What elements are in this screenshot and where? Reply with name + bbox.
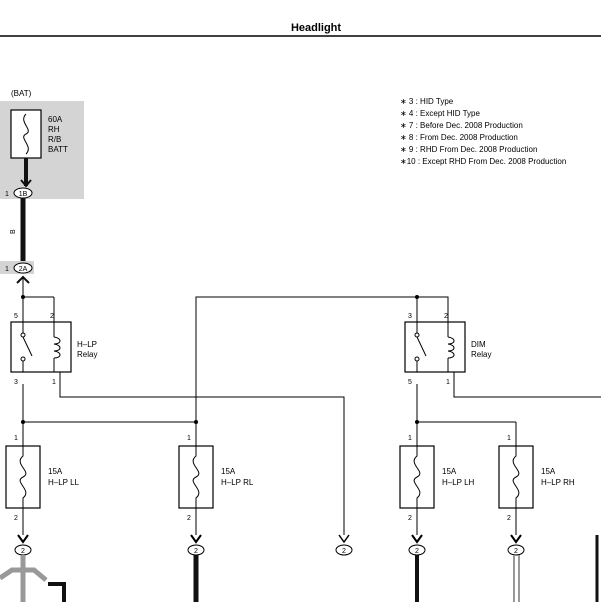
connector-pin-number: 1 (5, 266, 9, 273)
connector-2 (335, 544, 353, 556)
junction-dot (21, 420, 25, 424)
relay-coil-icon (447, 336, 455, 359)
connector-arrow-icon (20, 179, 32, 188)
fuse-symbol-icon (192, 446, 200, 508)
relay-pin-number: 5 (408, 379, 412, 386)
fuse-amp: 15A (48, 467, 63, 476)
connector-arrow-icon (190, 534, 202, 544)
battery-fuse-name: BATT (48, 145, 68, 154)
bottom-connectors: 2 2 2 2 2 (14, 534, 525, 556)
connector-label: 2A (19, 266, 28, 273)
legend-item: ∗ 3 : HID Type (400, 97, 454, 106)
relay-name: Relay (77, 350, 97, 359)
battery-fuse-block: (BAT) 60A RH R/B BATT 1 1B (0, 89, 84, 199)
relay-name: DIM (471, 340, 486, 349)
output-wires (0, 535, 599, 602)
relay-switch-icon (416, 336, 427, 357)
connector-label: 2 (514, 548, 518, 555)
connector-label: 2 (415, 548, 419, 555)
fuse-amp: 15A (442, 467, 457, 476)
fuse-name: H–LP LL (48, 478, 80, 487)
relay-name: H–LP (77, 340, 97, 349)
fuse-amp: 15A (541, 467, 556, 476)
dim-relay-box (404, 321, 466, 373)
connector-arrow-icon (338, 534, 350, 544)
connector-2 (507, 544, 525, 556)
dim-relay-output-wire (453, 372, 601, 398)
battery-fuse-name: RH (48, 125, 60, 134)
fuse-name: H–LP LH (442, 478, 475, 487)
connector-arrow-icon (17, 534, 29, 544)
battery-label: (BAT) (11, 89, 32, 98)
connector-label: 2 (21, 548, 25, 555)
fuse-symbol-icon (19, 446, 27, 508)
relay-pin-number: 3 (14, 379, 18, 386)
relay-coil-icon (53, 336, 61, 359)
hlp-relay-output-wire (59, 372, 345, 535)
relay-pin-number: 2 (50, 313, 54, 320)
fuse-symbol-icon (413, 446, 421, 508)
hlp-relay: 5 2 H–LP Relay 3 1 (10, 295, 97, 386)
legend-item: ∗ 8 : From Dec. 2008 Production (400, 133, 518, 142)
legend-item: ∗ 9 : RHD From Dec. 2008 Production (400, 145, 537, 154)
battery-fuse-name: R/B (48, 135, 61, 144)
fuse-pin-number: 1 (187, 435, 191, 442)
fuse-pin-number: 2 (408, 515, 412, 522)
relay-switch-icon (22, 336, 33, 357)
connector-arrow-icon (411, 534, 423, 544)
fuse-symbol-icon (512, 446, 520, 508)
battery-fuse-amp: 60A (48, 115, 63, 124)
fuse-rh: 1 15A H–LP RH 2 (498, 435, 575, 535)
connector-arrow-icon (510, 534, 522, 544)
dim-relay: 3 2 DIM Relay 5 1 (404, 297, 491, 386)
relay-name: Relay (471, 350, 491, 359)
fuse-pin-number: 1 (408, 435, 412, 442)
connector-label: 1B (19, 191, 28, 198)
relay-pin-number: 5 (14, 313, 18, 320)
relay-pin-number: 2 (444, 313, 448, 320)
diagram-title: Headlight (291, 22, 341, 34)
legend-item: ∗ 4 : Except HID Type (400, 109, 480, 118)
fuse-name: H–LP RL (221, 478, 254, 487)
relay-pin-number: 1 (446, 379, 450, 386)
wire-color-label: B (10, 229, 17, 234)
fuse-pin-number: 2 (187, 515, 191, 522)
fuse-symbol-icon (23, 113, 29, 155)
fuse-pin-number: 1 (14, 435, 18, 442)
dim-supply-wire (195, 296, 449, 422)
connector-label: 2 (194, 548, 198, 555)
legend-item: ∗ 7 : Before Dec. 2008 Production (400, 121, 523, 130)
legend: ∗ 3 : HID Type ∗ 4 : Except HID Type ∗ 7… (400, 97, 566, 166)
connector-2a (13, 262, 33, 274)
fuse-lh: 1 15A H–LP LH 2 (399, 435, 475, 535)
fuse-name: H–LP RH (541, 478, 575, 487)
fuse-rl: 1 15A H–LP RL 2 (178, 435, 254, 535)
fuse-pin-number: 2 (507, 515, 511, 522)
relay-pin-number: 3 (408, 313, 412, 320)
hlp-relay-box (10, 321, 72, 373)
junction-dot (415, 420, 419, 424)
legend-item: ∗10 : Except RHD From Dec. 2008 Producti… (400, 157, 566, 166)
connector-pin-number: 1 (5, 191, 9, 198)
connector-label: 2 (342, 548, 346, 555)
fuse-pin-number: 2 (14, 515, 18, 522)
fuse-amp: 15A (221, 467, 236, 476)
fuse-pin-number: 1 (507, 435, 511, 442)
relay-pin-number: 1 (52, 379, 56, 386)
fuse-ll: 1 15A H–LP LL 2 (5, 435, 80, 535)
